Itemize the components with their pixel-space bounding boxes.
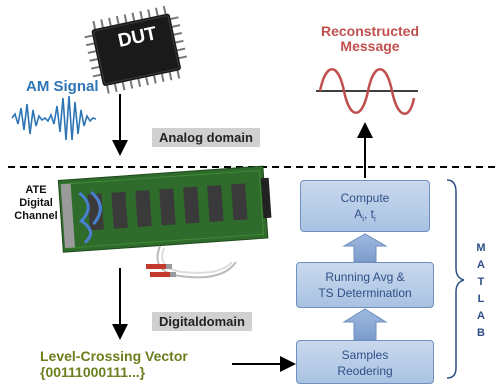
block-arrow-samples-to-avg xyxy=(342,308,388,341)
matlab-letter: M xyxy=(476,242,486,254)
analog-domain-tag: Analog domain xyxy=(152,128,260,147)
cable-icon xyxy=(146,245,237,279)
ate-board-icon xyxy=(57,165,272,253)
am-signal-label: AM Signal xyxy=(26,78,99,95)
compute-sep: , t xyxy=(364,207,375,221)
level-crossing-vector-label: Level-Crossing Vector {00111000111...} xyxy=(40,348,188,380)
compute-box: Compute Ai, ti xyxy=(300,180,430,232)
reconstructed-message-label: Reconstructed Message xyxy=(320,23,420,54)
samples-reordering-box: Samples Reodering xyxy=(296,340,434,384)
ate-digital-channel-label: ATE Digital Channel xyxy=(14,184,58,222)
compute-var-a: A xyxy=(354,207,363,221)
matlab-letter: A xyxy=(477,310,485,322)
matlab-letter: T xyxy=(477,276,485,288)
chip-icon xyxy=(84,5,187,94)
matlab-brace xyxy=(446,179,465,379)
sine-wave-icon xyxy=(316,68,418,115)
matlab-letter: B xyxy=(477,327,485,339)
running-avg-box: Running Avg & TS Determination xyxy=(296,262,434,308)
matlab-letter: A xyxy=(477,259,485,271)
matlab-label: M A T L A B xyxy=(474,240,488,342)
compute-box-title: Compute xyxy=(340,191,390,205)
block-arrow-avg-to-compute xyxy=(342,233,388,263)
digital-domain-tag: Digitaldomain xyxy=(152,312,252,331)
am-waveform-icon xyxy=(11,95,97,141)
compute-box-formula: Ai, ti xyxy=(301,206,429,227)
compute-sub-i-1: i xyxy=(362,214,364,224)
compute-sub-i-2: i xyxy=(374,214,376,224)
matlab-letter: L xyxy=(477,293,485,305)
